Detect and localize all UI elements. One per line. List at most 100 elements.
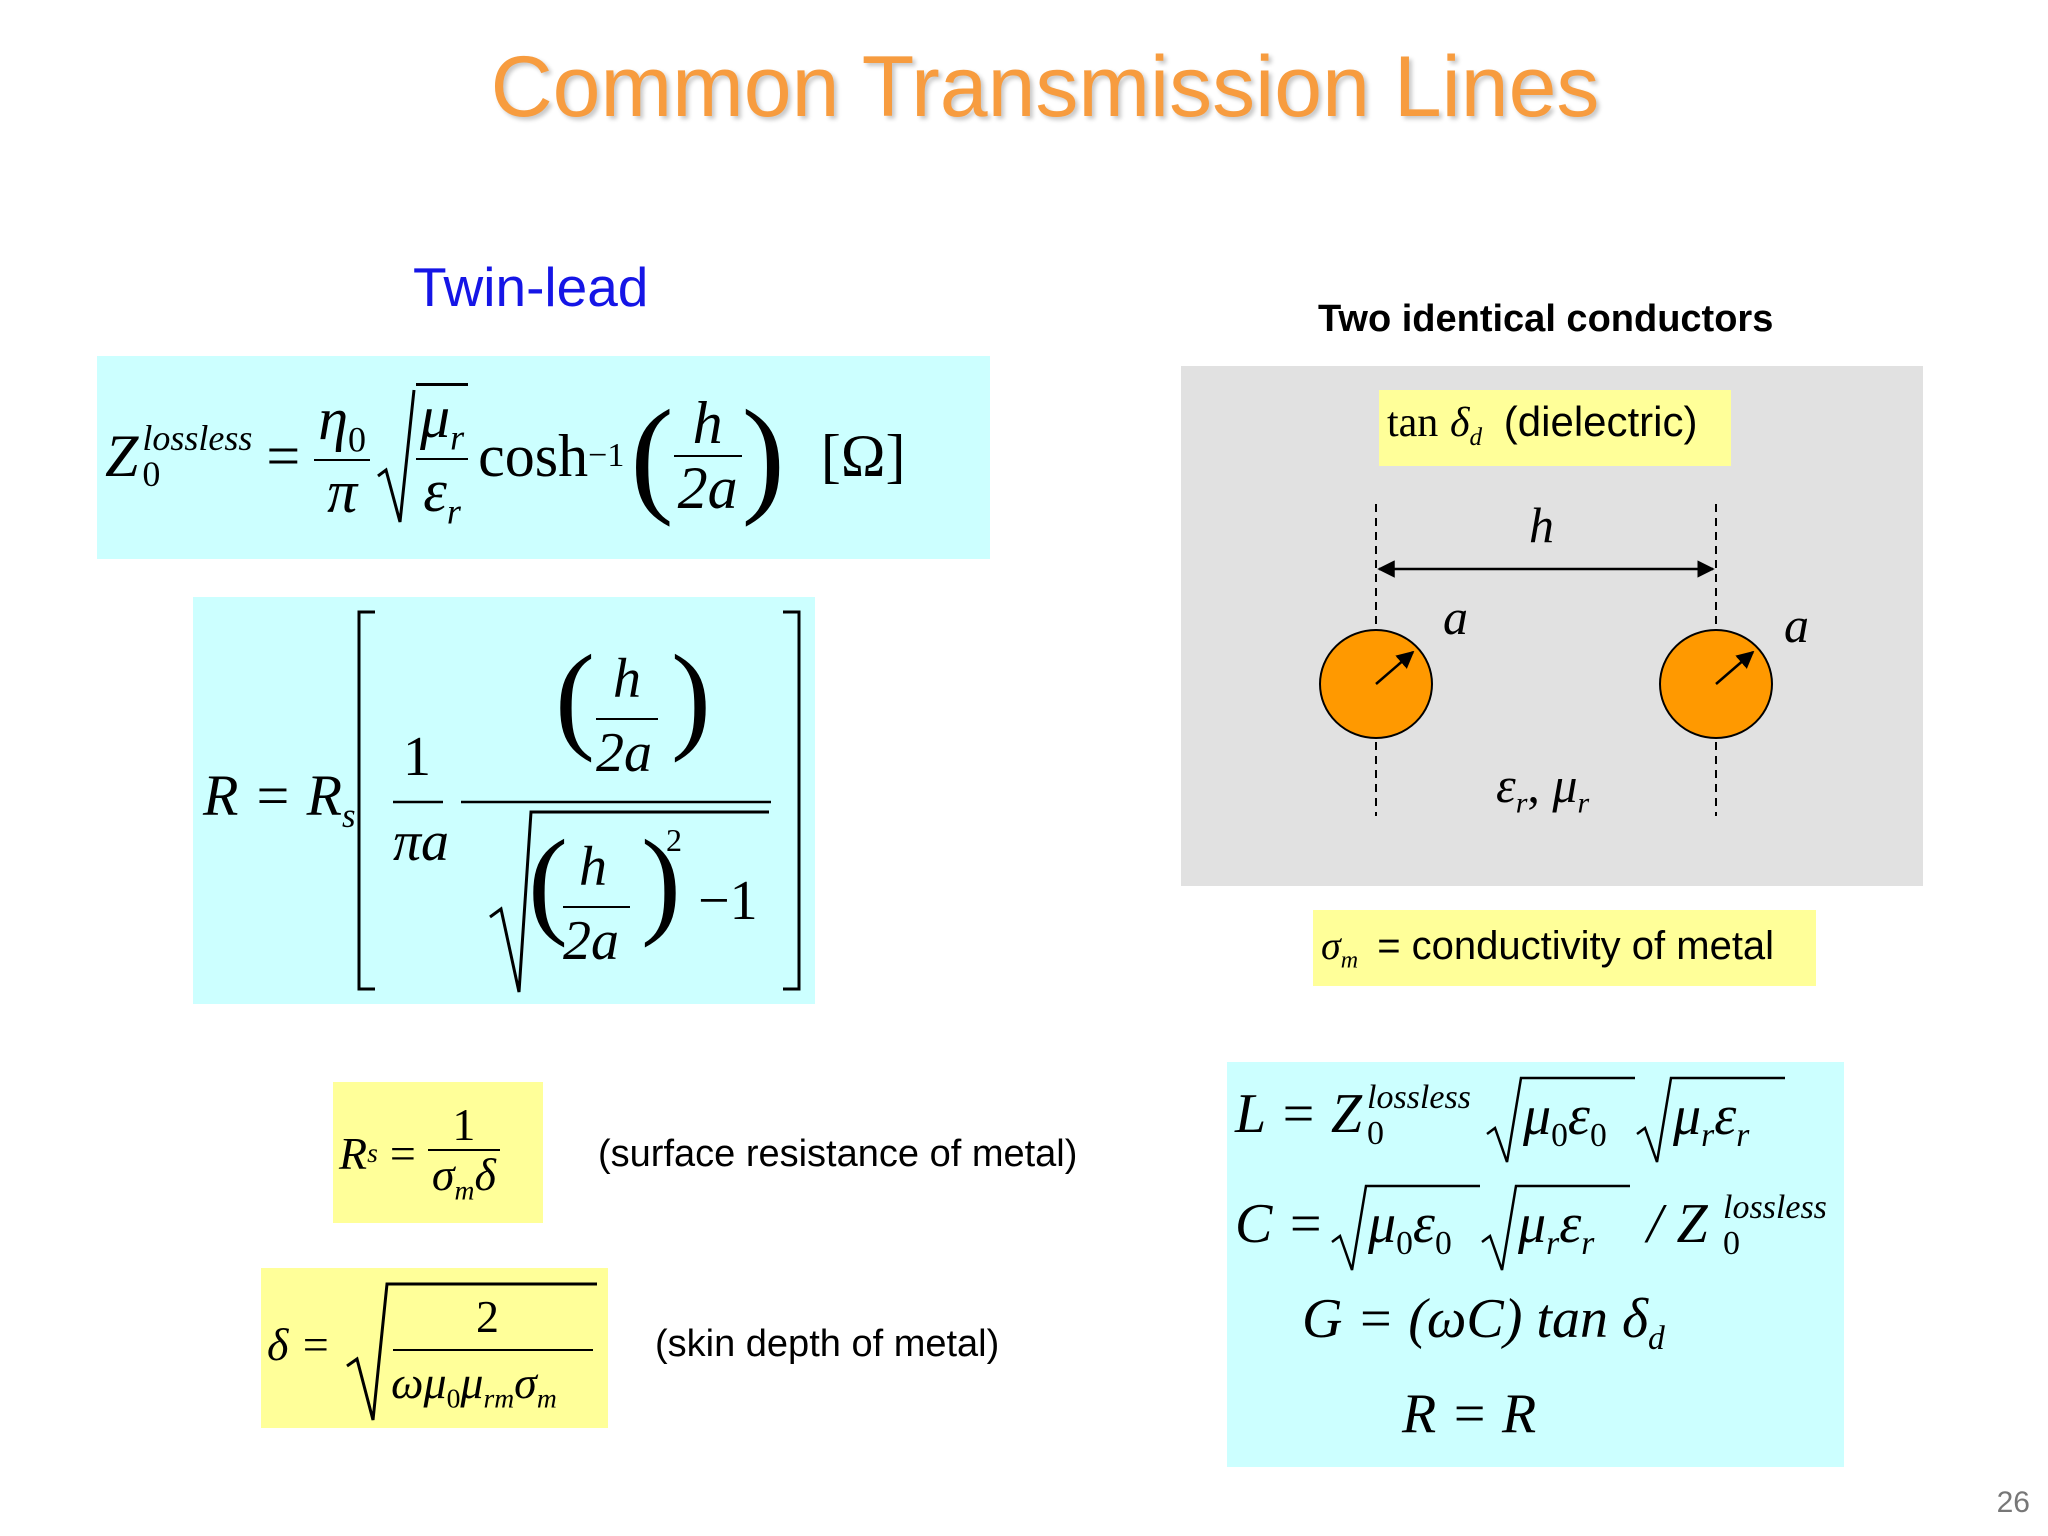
r-2a-top: 2a [596,722,652,784]
eta-symbol: η [318,385,349,452]
eps-r: ε [1496,757,1516,813]
l-lhs: L = Z [1235,1083,1363,1145]
r-pi-a: πa [393,811,450,873]
dielectric-text: (dielectric) [1503,398,1698,445]
sigma-note-box: σm = conductivity of metal [1313,910,1816,986]
r-minus-one: −1 [698,870,758,932]
r-2a-bottom: 2a [563,910,619,972]
r-lhs: R = R [203,763,342,828]
r-line: R = R [1402,1383,1537,1445]
z0-superscript: lossless [142,418,253,458]
z0-equation-box: Z lossless 0 = η0 π μr εr cosh −1 ( h [97,356,990,559]
mu-symbol: μ [420,384,451,451]
h-label: h [1529,497,1554,553]
l-mur-sub: r [1701,1116,1715,1154]
rs-delta: δ [474,1148,496,1200]
delta-numerator: 2 [476,1291,499,1342]
pi-symbol: π [327,459,358,526]
eps-symbol: ε [423,457,447,524]
c-lhs: C = [1235,1193,1325,1255]
g-subscript: d [1648,1319,1665,1357]
r-equation-box: R = Rs 1 πa ( ) h 2a ( ) h 2a 2 −1 [193,597,815,1004]
c-eps0-sub: 0 [1434,1224,1452,1262]
a-label-left: a [1443,589,1468,645]
two-a-symbol: 2a [677,455,738,521]
sigma-symbol: σ [1321,923,1341,968]
c-subscript: 0 [1723,1224,1740,1262]
h-symbol: h [692,390,723,456]
z0-symbol: Z [105,422,139,489]
mu-r-subscript: r [1577,786,1590,820]
rs-fraction: 1 σmδ [427,1098,500,1206]
rs-numerator: 1 [452,1098,476,1150]
c-superscript: lossless [1723,1189,1827,1226]
rs-sigma: σ [431,1148,455,1200]
delta-symbol: δ [1449,400,1470,446]
sigma-note-text: = conductivity of metal [1377,924,1775,968]
eps-subscript: r [446,491,461,532]
z0-subscript: 0 [142,454,161,494]
rs-equals: = [389,1127,416,1179]
l-mu0: μ [1523,1085,1552,1147]
rs-sigma-subscript: m [454,1174,475,1206]
l-eps0-sub: 0 [1589,1116,1607,1154]
cosh-function: cosh [478,422,589,489]
rs-description: (surface resistance of metal) [598,1133,1078,1175]
mu-rm: μ [460,1357,484,1408]
a-label-right: a [1784,597,1809,653]
conductor-diagram: tan δd (dielectric) h a a εr, μr [1181,366,1923,886]
slide-title: Common Transmission Lines [490,39,1600,135]
c-div: / Z [1647,1193,1708,1255]
conductor-drawing [1319,504,1773,816]
delta-equation-box: δ = 2 ωμ0μrmσm [261,1268,608,1428]
mu-subscript: r [450,417,465,458]
g-line: G = (ωC) tan δ [1302,1288,1649,1350]
r-equation-brackets [357,610,801,993]
r-one: 1 [403,726,431,788]
cosh-inverse: −1 [588,437,625,474]
equals-sign: = [266,422,301,489]
rs-subscript: s [367,1137,378,1168]
c-mur-sub: r [1546,1224,1560,1262]
eps-mu-label: εr, μr [1496,756,1589,821]
l-epsr-sub: r [1736,1116,1750,1154]
tan-text: tan [1387,400,1439,446]
sqrt-mu-eps: μr εr [376,381,469,532]
delta-description: (skin depth of metal) [655,1323,1000,1365]
delta-subscript: d [1469,423,1483,451]
ohm-unit: [Ω] [820,422,906,489]
page-number: 26 [1996,1486,2030,1519]
c-mur: μ [1518,1193,1547,1255]
r-h-top: h [613,648,641,710]
delta-lhs: δ = [267,1319,331,1370]
murm-subscript: rm [483,1382,515,1414]
l-subscript: 0 [1367,1114,1384,1152]
eta-over-pi-fraction: η0 π [314,385,371,526]
lcgr-radicals [1331,1076,1785,1271]
h-over-2a-fraction: h 2a [673,390,742,521]
comma: , [1527,757,1540,813]
radical-sign [377,389,416,523]
r-lhs-subscript: s [342,796,356,836]
l-epsr: ε [1714,1085,1737,1147]
mu0-subscript: 0 [446,1382,461,1414]
c-epsr-sub: r [1581,1224,1595,1262]
sigma-subscript: m [1340,947,1359,974]
r-h-bottom: h [579,836,607,898]
sigma-m: σ [514,1357,537,1408]
lcgr-equation-box: L = Z lossless 0 μ0ε0 μrεr C = μ0ε0 μrεr… [1227,1062,1844,1467]
diagram-title: Two identical conductors [1318,298,1774,340]
c-mu0: μ [1368,1193,1397,1255]
c-epsr: ε [1559,1193,1582,1255]
omega-mu: ωμ [391,1357,447,1408]
delta-radical [346,1282,597,1421]
rs-symbol: R [339,1127,368,1179]
eta-subscript: 0 [348,419,367,460]
c-mu0-sub: 0 [1396,1224,1413,1262]
l-mu0-sub: 0 [1551,1116,1568,1154]
l-eps0: ε [1567,1085,1590,1147]
sigma-m-subscript: m [536,1382,557,1414]
delta-denominator: ωμ0μrmσm [391,1356,557,1415]
section-heading: Twin-lead [413,256,649,318]
